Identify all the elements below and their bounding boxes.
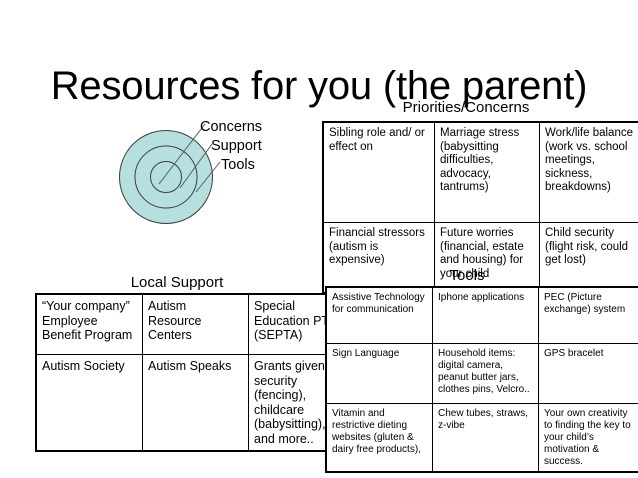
table-cell: Assistive Technology for communication <box>325 286 433 344</box>
table-row: Sign Language Household items: digital c… <box>325 343 638 404</box>
diagram-label-support: Support <box>211 138 262 154</box>
diagram-label-tools: Tools <box>221 157 255 173</box>
leader-line-support <box>179 143 213 189</box>
table-priorities-concerns: Sibling role and/ or effect on Marriage … <box>322 121 638 294</box>
table-cell: Work/life balance (work vs. school meeti… <box>539 121 638 223</box>
heading-local-support: Local Support <box>130 274 224 291</box>
table-local-support: “Your company” Employee Benefit Program … <box>35 293 355 452</box>
table-cell: Future worries (financial, estate and ho… <box>434 222 540 294</box>
table-cell: Chew tubes, straws, z-vibe <box>432 403 539 473</box>
table-cell: Your own creativity to finding the key t… <box>538 403 638 473</box>
table-row: Assistive Technology for communication I… <box>325 286 638 344</box>
table-cell: Autism Speaks <box>142 354 249 452</box>
table-tools: Assistive Technology for communication I… <box>325 286 638 473</box>
table-cell: Household items: digital camera, peanut … <box>432 343 539 404</box>
diagram-label-concerns: Concerns <box>200 119 263 135</box>
table-cell: PEC (Picture exchange) system <box>538 286 638 344</box>
table-cell: Vitamin and restrictive dieting websites… <box>325 403 433 473</box>
leader-line-tools <box>195 161 221 193</box>
table-cell: Autism Society <box>35 354 143 452</box>
diagram-label-group: Concerns Support Tools <box>195 118 305 175</box>
table-cell: Financial stressors (autism is expensive… <box>322 222 435 294</box>
table-cell: GPS bracelet <box>538 343 638 404</box>
table-row: Vitamin and restrictive dieting websites… <box>325 403 638 473</box>
leader-line-concerns <box>158 123 206 185</box>
table-cell: Marriage stress (babysitting difficultie… <box>434 121 540 223</box>
table-cell: Sibling role and/ or effect on <box>322 121 435 223</box>
heading-tools: Tools <box>449 267 485 284</box>
heading-priorities-concerns: Priorities/Concerns <box>402 99 530 116</box>
table-row: Autism Society Autism Speaks Grants give… <box>35 354 355 452</box>
inner-circle-concerns <box>150 161 182 193</box>
concentric-circle-diagram <box>112 110 292 235</box>
table-cell: “Your company” Employee Benefit Program <box>35 293 143 355</box>
table-cell: Iphone applications <box>432 286 539 344</box>
table-cell: Sign Language <box>325 343 433 404</box>
table-row: Sibling role and/ or effect on Marriage … <box>322 121 638 223</box>
table-row: “Your company” Employee Benefit Program … <box>35 293 355 355</box>
page-title: Resources for you (the parent) <box>50 63 588 108</box>
table-row: Financial stressors (autism is expensive… <box>322 222 638 294</box>
table-cell: Autism Resource Centers <box>142 293 249 355</box>
